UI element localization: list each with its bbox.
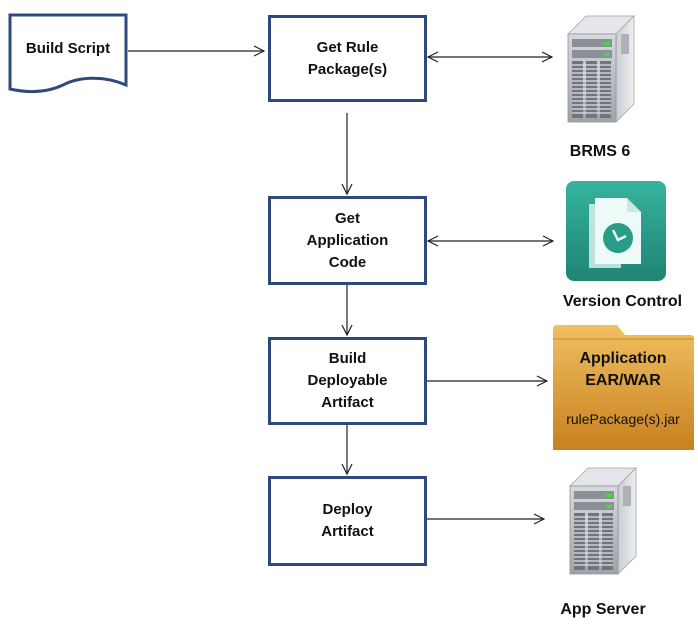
artifact-title: Application EAR/WAR <box>553 348 693 392</box>
step-deploy-artifact: Deploy Artifact <box>268 476 427 566</box>
app-server-label: App Server <box>560 601 646 618</box>
app-server-icon <box>569 467 637 575</box>
build-script-document: Build Script <box>8 13 130 95</box>
step-get-application-code: Get Application Code <box>268 196 427 285</box>
build-script-label: Build Script <box>25 40 111 57</box>
artifact-title-line: Application <box>579 350 667 367</box>
document-shape-icon <box>8 13 128 94</box>
step-text: Deploy <box>322 501 373 518</box>
step-text: Get Rule <box>316 38 379 56</box>
version-control-label: Version Control <box>562 293 683 310</box>
step-text: Deployable <box>307 372 388 389</box>
step-text: Artifact <box>321 523 374 540</box>
step-text: Application <box>306 231 389 249</box>
step-text: Get <box>334 209 360 227</box>
brms-server-icon <box>567 15 635 123</box>
step-text: Build <box>328 350 367 367</box>
artifact-content: rulePackage(s).jar <box>566 411 680 427</box>
folder-icon <box>553 325 694 450</box>
brms-label: BRMS 6 <box>569 143 631 160</box>
step-build-deployable-artifact: Build Deployable Artifact <box>268 337 427 425</box>
step-text: Artifact <box>321 394 374 411</box>
version-control-icon <box>566 181 666 281</box>
step-get-rule-packages: Get Rule Package(s) <box>268 15 427 102</box>
step-text: Package(s) <box>307 60 388 78</box>
step-text: Code <box>328 253 367 271</box>
artifact-title-line: EAR/WAR <box>585 372 661 389</box>
